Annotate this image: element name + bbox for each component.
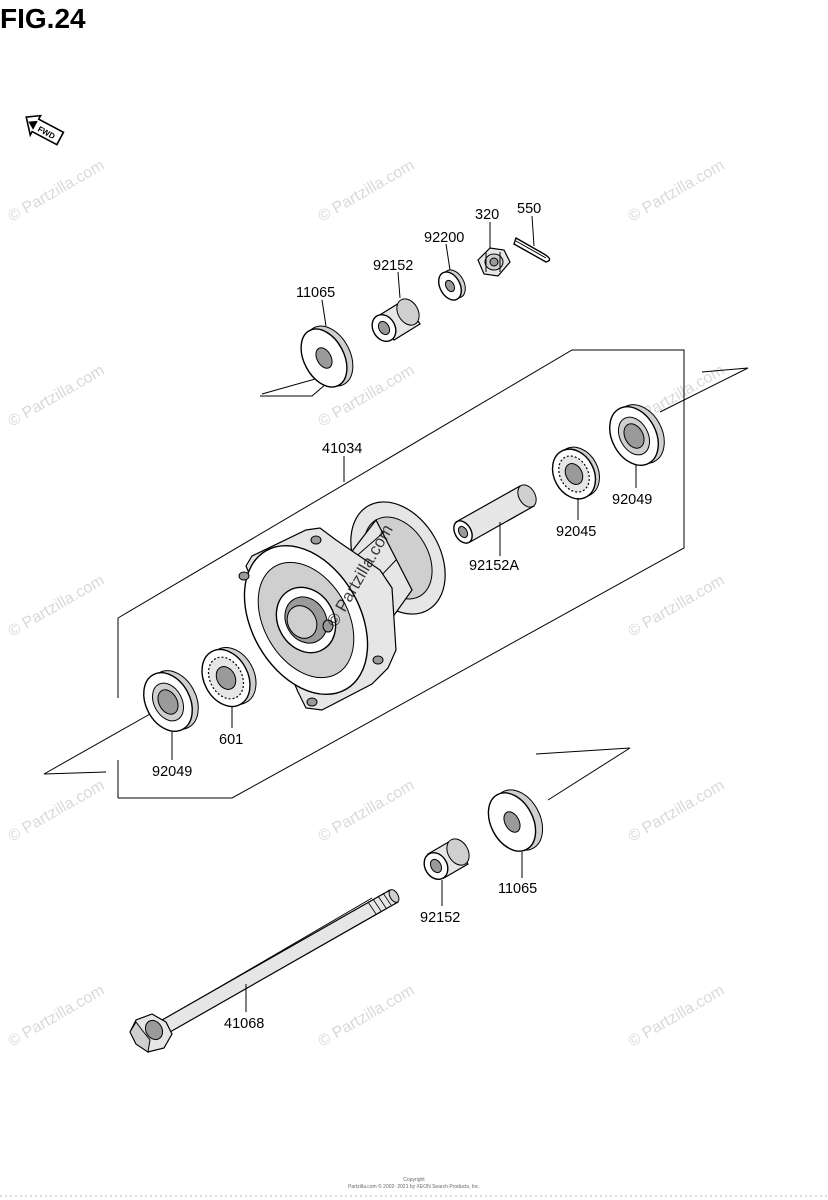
fwd-arrow-icon: FWD	[25, 114, 65, 146]
label-92049-left: 92049	[152, 764, 192, 780]
watermark: © Partzilla.com	[316, 157, 418, 226]
part-92152A-spacer	[453, 484, 537, 544]
label-11065-bottom: 11065	[498, 881, 537, 897]
figure-title: FIG.24	[0, 3, 86, 34]
part-92200-washer	[438, 269, 466, 301]
part-92045-bearing	[551, 446, 600, 500]
part-92152-collar-top	[371, 298, 421, 343]
label-11065-top: 11065	[296, 285, 335, 301]
watermark: © Partzilla.com	[626, 572, 728, 641]
watermark: © Partzilla.com	[626, 982, 728, 1051]
label-41034: 41034	[322, 441, 362, 457]
leader-11065-top	[321, 299, 327, 327]
part-601-bearing	[201, 647, 257, 708]
label-601: 601	[219, 732, 243, 748]
watermark: © Partzilla.com	[626, 777, 728, 846]
axis-line-top-right	[659, 367, 749, 413]
label-41068: 41068	[224, 1016, 264, 1032]
watermark: © Partzilla.com	[316, 777, 418, 846]
watermark: © Partzilla.com	[316, 982, 418, 1051]
label-550: 550	[517, 201, 541, 217]
label-92152A: 92152A	[469, 558, 519, 574]
part-92049-seal-left	[143, 670, 199, 732]
part-41068-axle	[129, 889, 400, 1053]
part-550-cotter-pin	[513, 236, 551, 263]
part-11065-collar-bottom	[487, 789, 544, 852]
watermark: © Partzilla.com	[6, 982, 108, 1051]
watermark: © Partzilla.com	[6, 157, 108, 226]
part-92152-collar-bottom	[423, 838, 470, 881]
part-92049-seal-right	[609, 404, 665, 466]
leader-92200	[445, 243, 451, 271]
leader-550	[531, 215, 535, 247]
watermark: © Partzilla.com	[626, 157, 728, 226]
label-92200: 92200	[424, 230, 464, 246]
axis-line-left	[43, 713, 151, 775]
hub-group-bracket	[117, 349, 685, 799]
label-92045: 92045	[556, 524, 596, 540]
watermark: © Partzilla.com	[6, 362, 108, 431]
copyright-line-2: Partzilla.com © 2002- 2021 by XEON Searc…	[348, 1183, 480, 1190]
label-92049-right: 92049	[612, 492, 652, 508]
part-320-nut	[477, 247, 511, 277]
part-41034-hub	[238, 501, 446, 711]
part-11065-collar-top	[300, 325, 354, 388]
label-92152-top: 92152	[373, 258, 413, 274]
leader-92152-top	[397, 271, 401, 299]
copyright-line-1: Copyright	[403, 1177, 425, 1183]
axis-line-bottom-right	[535, 747, 631, 801]
watermark: © Partzilla.com	[6, 572, 108, 641]
label-92152-bottom: 92152	[420, 910, 460, 926]
label-320: 320	[475, 207, 499, 223]
watermark: © Partzilla.com	[6, 777, 108, 846]
